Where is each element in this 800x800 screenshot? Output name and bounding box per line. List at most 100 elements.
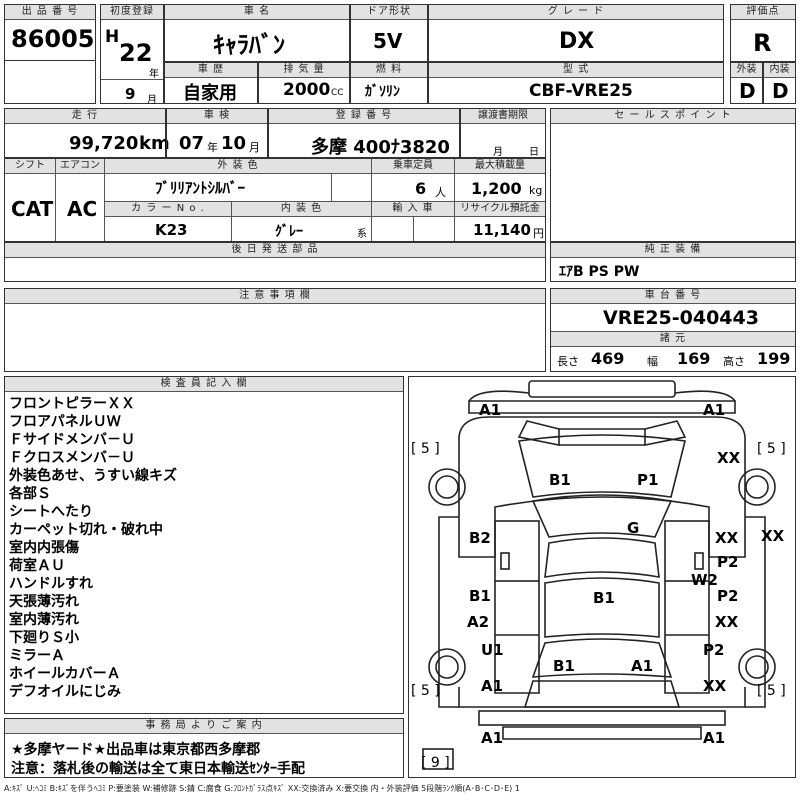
office-header: 事 務 局 よ り ご 案 内 bbox=[5, 719, 403, 734]
car-outline bbox=[422, 380, 776, 770]
lot-number-box: 出 品 番 号 86005 bbox=[4, 4, 96, 61]
remark-line: カーペット切れ・破れ中 bbox=[9, 522, 163, 538]
max-load-unit: kg bbox=[529, 184, 543, 197]
displacement-unit: CC bbox=[331, 88, 344, 98]
tire-front-left: [ 5 ] bbox=[411, 441, 440, 457]
inspection-header: 車 検 bbox=[167, 109, 267, 124]
import-header: 輸 入 車 bbox=[372, 202, 455, 217]
left-quarter-label: U1 bbox=[481, 641, 504, 659]
left-rear-label: A2 bbox=[467, 613, 490, 631]
door-box: ドア形状 5V bbox=[350, 4, 428, 62]
transfer-doc-box: 譲渡書期限 月 日 bbox=[460, 108, 546, 158]
capacity-unit: 人 bbox=[435, 186, 446, 199]
length: 469 bbox=[591, 349, 625, 368]
chassis-number: VRE25-040443 bbox=[603, 307, 759, 329]
spec-grid: シフト CAT エアコン AC 外 装 色 ﾌﾞﾘﾘｱﾝﾄｼﾙﾊﾞｰ 乗車定員 … bbox=[4, 158, 546, 242]
right-rear-corner-label: XX bbox=[703, 677, 727, 695]
hood-left-label: B1 bbox=[549, 471, 571, 489]
office-box: 事 務 局 よ り ご 案 内 ★多摩ヤード★出品車は東京都西多摩郡 注意：落札… bbox=[4, 718, 404, 778]
remark-line: 天張薄汚れ bbox=[9, 594, 79, 610]
height-label: 高さ bbox=[723, 355, 745, 368]
right-rear-label-1: P2 bbox=[717, 587, 739, 605]
lot-number-header: 出 品 番 号 bbox=[5, 5, 95, 20]
remark-line: ホイールカバーＡ bbox=[9, 666, 121, 682]
rear-left-label: A1 bbox=[481, 729, 504, 747]
rating-header: 評価点 bbox=[731, 5, 795, 20]
lot-number-lower bbox=[4, 60, 96, 104]
year-unit: 年 bbox=[149, 69, 159, 80]
dimensions-header: 諸 元 bbox=[551, 331, 795, 347]
rear-right-label: A1 bbox=[703, 729, 726, 747]
displacement: 2000 bbox=[283, 80, 331, 100]
legend: A:ｷｽﾞ U:ﾍｺﾐ B:ｷｽﾞを伴うﾍｺﾐ P:要塗装 W:補修跡 S:錆 … bbox=[4, 784, 520, 793]
remark-line: 各部Ｓ bbox=[9, 486, 51, 502]
rating: R bbox=[753, 29, 772, 57]
remark-line: フロントピラーＸＸ bbox=[9, 396, 135, 412]
interior-grade-box: 内装 D bbox=[763, 62, 796, 104]
chassis-box: 車 台 番 号 VRE25-040443 諸 元 長さ 469 幅 169 高さ… bbox=[550, 288, 796, 372]
office-line-1: ★多摩ヤード★出品車は東京都西多摩郡 bbox=[11, 742, 261, 758]
remark-line: 室内薄汚れ bbox=[9, 612, 79, 628]
inspection-month: 10 bbox=[221, 133, 247, 154]
registration-number-header: 登 録 番 号 bbox=[269, 109, 459, 124]
roof-label: B1 bbox=[593, 589, 615, 607]
sales-point-box: セ ー ル ス ポ イ ン ト bbox=[550, 108, 796, 242]
int-color: ｸﾞﾚｰ bbox=[275, 224, 303, 240]
model-code-header: 型 式 bbox=[429, 63, 723, 78]
right-quarter-label: P2 bbox=[703, 641, 725, 659]
recycle-fee: 11,140 bbox=[473, 221, 531, 239]
capacity: 6 bbox=[415, 179, 427, 198]
left-front-door-label: B2 bbox=[469, 529, 491, 547]
ext-color-header: 外 装 色 bbox=[105, 159, 372, 174]
later-parts-header: 後 日 発 送 部 品 bbox=[5, 243, 545, 258]
vehicle-history: 自家用 bbox=[183, 83, 237, 104]
right-step-label: XX bbox=[761, 527, 785, 545]
month-unit: 月 bbox=[147, 95, 157, 106]
tire-rear-left: [ 5 ] bbox=[411, 683, 440, 699]
transfer-month-unit: 月 bbox=[493, 147, 503, 158]
hood-right-label: P1 bbox=[637, 471, 659, 489]
door-header: ドア形状 bbox=[351, 5, 427, 20]
max-load-header: 最大積載量 bbox=[455, 159, 545, 174]
inspection-year-unit: 年 bbox=[207, 141, 218, 154]
remark-line: デフオイルにじみ bbox=[9, 684, 121, 700]
first-registration-header: 初度登録 bbox=[101, 5, 163, 20]
genuine-equipment: ｴｱB PS PW bbox=[559, 264, 640, 280]
right-rocker-label: W2 bbox=[691, 571, 718, 589]
inspector-box: 検 査 員 記 入 欄 フロントピラーＸＸ フロアパネルＵＷ Ｆサイドメンバ－Ｕ… bbox=[4, 376, 404, 714]
tire-front-right: [ 5 ] bbox=[757, 441, 786, 457]
model-code: CBF-VRE25 bbox=[529, 81, 633, 101]
left-rear-corner-label: A1 bbox=[481, 677, 504, 695]
car-name-header: 車 名 bbox=[165, 5, 349, 20]
remark-line: Ｆクロスメンバ－Ｕ bbox=[9, 450, 135, 466]
front-right-label: A1 bbox=[703, 401, 726, 419]
later-parts-box: 後 日 発 送 部 品 bbox=[4, 242, 546, 282]
right-rear-label-2: XX bbox=[715, 613, 739, 631]
aircon-header: エアコン bbox=[56, 159, 104, 174]
sales-point-header: セ ー ル ス ポ イ ン ト bbox=[551, 109, 795, 124]
shift: CAT bbox=[11, 197, 54, 221]
remark-line: 外装色あせ、うすい線キズ bbox=[9, 468, 177, 484]
interior-header: 内装 bbox=[764, 63, 795, 78]
recycle-header: リサイクル預託金 bbox=[455, 202, 545, 217]
remark-line: シートへたり bbox=[9, 504, 93, 520]
exterior-header: 外装 bbox=[731, 63, 762, 78]
recycle-unit: 円 bbox=[533, 227, 544, 240]
remark-line: 下廻りＳ小 bbox=[9, 630, 79, 646]
fuel-header: 燃 料 bbox=[351, 63, 427, 78]
remark-line: ミラーＡ bbox=[9, 648, 65, 664]
car-name-box: 車 名 ｷｬﾗﾊﾞﾝ bbox=[164, 4, 350, 62]
inspection-month-unit: 月 bbox=[249, 141, 260, 154]
lot-number: 86005 bbox=[11, 25, 95, 53]
grade-box: グ レ ー ド DX bbox=[428, 4, 724, 62]
aircon: AC bbox=[67, 197, 98, 221]
notes-header: 注 意 事 項 欄 bbox=[5, 289, 545, 304]
inspector-remarks: フロントピラーＸＸ フロアパネルＵＷ Ｆサイドメンバ－Ｕ Ｆクロスメンバ－Ｕ 外… bbox=[9, 395, 177, 701]
damage-diagram: A1 A1 [ 5 ] [ 5 ] XX B1 P1 G B2 XX XX P2… bbox=[408, 376, 796, 778]
grade-header: グ レ ー ド bbox=[429, 5, 723, 20]
remark-line: 荷室ＡＵ bbox=[9, 558, 65, 574]
mileage-header: 走 行 bbox=[5, 109, 165, 124]
back-door-left-label: B1 bbox=[553, 657, 575, 675]
fender-right-label: XX bbox=[717, 449, 741, 467]
transfer-doc-header: 譲渡書期限 bbox=[461, 109, 545, 124]
